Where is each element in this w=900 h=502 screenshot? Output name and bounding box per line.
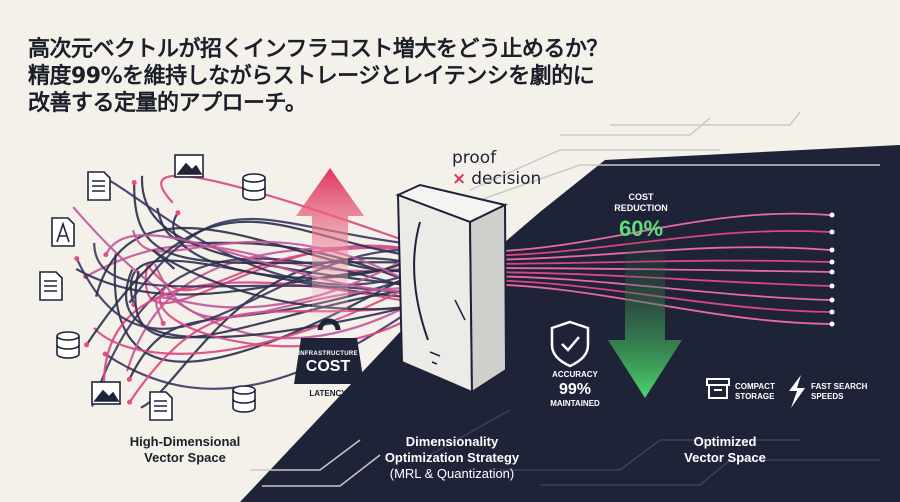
brand-line-2: decision bbox=[471, 169, 542, 189]
lightning-icon bbox=[789, 375, 805, 408]
optimized-vector-line bbox=[469, 212, 831, 253]
accuracy-badge: ACCURACY 99% MAINTAINED bbox=[540, 370, 610, 409]
section-label-optimization-strategy: Dimensionality Optimization Strategy (MR… bbox=[362, 434, 542, 482]
section-right-line-2: Vector Space bbox=[684, 450, 766, 465]
headline-line-3: 改善する定量的アプローチ。 bbox=[28, 91, 307, 116]
feature-1-line-2: STORAGE bbox=[735, 392, 775, 401]
image-icon-2 bbox=[91, 381, 121, 405]
optimized-vector-dot bbox=[829, 212, 835, 218]
cost-up-arrow bbox=[296, 168, 364, 318]
tangled-vector-curve bbox=[72, 206, 430, 340]
section-middle-line-3: (MRL & Quantization) bbox=[389, 466, 515, 481]
cost-reduction-line-2: REDUCTION bbox=[614, 203, 668, 213]
tangled-vector-curve bbox=[131, 229, 423, 291]
headline-line-1: 高次元ベクトルが招くインフラコスト増大をどう止めるか？ bbox=[28, 37, 608, 62]
circuit-lines bbox=[250, 111, 880, 487]
tangled-vector-curve bbox=[158, 287, 436, 348]
letter-a-icon bbox=[51, 217, 75, 247]
cost-reduction-badge: COST REDUCTION 60% bbox=[596, 192, 686, 242]
database-icons bbox=[56, 173, 266, 413]
cost-reduction-value: 60% bbox=[618, 216, 664, 241]
feature-2-line-1: FAST SEARCH bbox=[811, 382, 868, 391]
headline: 高次元ベクトルが招くインフラコスト増大をどう止めるか？ 精度99%を維持しながら… bbox=[28, 36, 608, 117]
accuracy-value: 99% bbox=[558, 381, 592, 398]
section-left-line-1: High-Dimensional bbox=[129, 434, 241, 449]
cost-down-arrow bbox=[608, 238, 682, 398]
optimized-vector-dot bbox=[829, 321, 835, 327]
optimized-vector-dot bbox=[829, 247, 835, 253]
headline-line-2: 精度99%を維持しながらストレージとレイテンシを劇的に bbox=[28, 64, 595, 89]
tangled-vector-curve bbox=[153, 263, 456, 319]
brand-mark: × bbox=[452, 169, 467, 189]
tangled-vector-curve bbox=[91, 257, 427, 407]
tangled-vector-curve bbox=[144, 244, 441, 304]
section-middle-line-1: Dimensionality bbox=[405, 434, 499, 449]
document-icon-2 bbox=[39, 271, 63, 301]
optimized-vector-dot bbox=[829, 259, 835, 265]
tangled-vector-curve bbox=[104, 234, 452, 293]
tangled-vectors bbox=[72, 174, 460, 409]
accuracy-line-2: MAINTAINED bbox=[550, 399, 600, 408]
vector-endpoint-dot bbox=[160, 320, 166, 326]
tangled-vector-curve bbox=[93, 267, 445, 355]
circuit-lines-dark bbox=[429, 409, 880, 486]
document-icon-3 bbox=[149, 391, 173, 421]
vector-endpoint-dot bbox=[127, 399, 133, 405]
tangled-vector-curve bbox=[172, 212, 424, 279]
feature-2-line-2: SPEEDS bbox=[811, 392, 844, 401]
feature-compact-storage: COMPACT STORAGE bbox=[735, 382, 775, 402]
database-icon-2 bbox=[56, 331, 80, 359]
storage-box-icon bbox=[706, 378, 730, 399]
section-label-high-dimensional: High-Dimensional Vector Space bbox=[110, 434, 260, 466]
tangled-vector-curve bbox=[113, 253, 440, 363]
cost-reduction-line-1: COST bbox=[628, 192, 654, 202]
optimized-vector-dot bbox=[829, 283, 835, 289]
tangled-vector-curve bbox=[160, 174, 437, 253]
vector-endpoint-dot bbox=[103, 252, 109, 258]
section-right-line-1: Optimized bbox=[693, 434, 757, 449]
section-label-optimized: Optimized Vector Space bbox=[650, 434, 800, 466]
document-icon-1 bbox=[87, 171, 111, 201]
feature-fast-search: FAST SEARCH SPEEDS bbox=[811, 382, 867, 402]
optimized-vector-dot bbox=[829, 269, 835, 275]
database-icon-1 bbox=[242, 173, 266, 201]
tangled-vector-curve bbox=[125, 269, 434, 339]
database-icon-3 bbox=[232, 385, 256, 413]
dark-panel bbox=[240, 145, 900, 502]
optimization-prism bbox=[395, 183, 508, 394]
infrastructure-cost-weight bbox=[294, 318, 364, 384]
vector-endpoint-dot bbox=[74, 256, 80, 262]
accuracy-shield-icon bbox=[550, 320, 590, 368]
vector-endpoint-dot bbox=[126, 376, 132, 382]
vector-endpoint-dot bbox=[175, 210, 181, 216]
tangled-vector-curve bbox=[75, 248, 448, 330]
brand-logo: proof ×decision bbox=[452, 148, 541, 190]
optimized-vector-dot bbox=[829, 229, 835, 235]
doc-icons bbox=[39, 154, 204, 421]
optimized-vector-dot bbox=[829, 309, 835, 315]
brand-line-1: proof bbox=[452, 148, 497, 168]
tangled-vector-curve bbox=[85, 220, 434, 346]
section-left-line-2: Vector Space bbox=[144, 450, 226, 465]
weight-label: INFRASTRUCTURE COST bbox=[296, 350, 360, 376]
section-middle-line-2: Optimization Strategy bbox=[384, 450, 520, 465]
weight-top-label: INFRASTRUCTURE bbox=[298, 351, 358, 357]
tangled-vector-curve bbox=[140, 175, 448, 291]
vector-endpoint-dot bbox=[131, 179, 137, 185]
weight-main-label: COST bbox=[305, 358, 351, 375]
optimized-vector-dot bbox=[829, 297, 835, 303]
tangled-vector-curve bbox=[134, 270, 457, 339]
vector-endpoint-dot bbox=[84, 342, 90, 348]
tangled-vector-curve bbox=[152, 249, 444, 311]
latency-label: LATENCY bbox=[309, 389, 347, 398]
image-icon-1 bbox=[174, 154, 204, 178]
accuracy-line-1: ACCURACY bbox=[552, 370, 598, 379]
feature-1-line-1: COMPACT bbox=[735, 382, 775, 391]
